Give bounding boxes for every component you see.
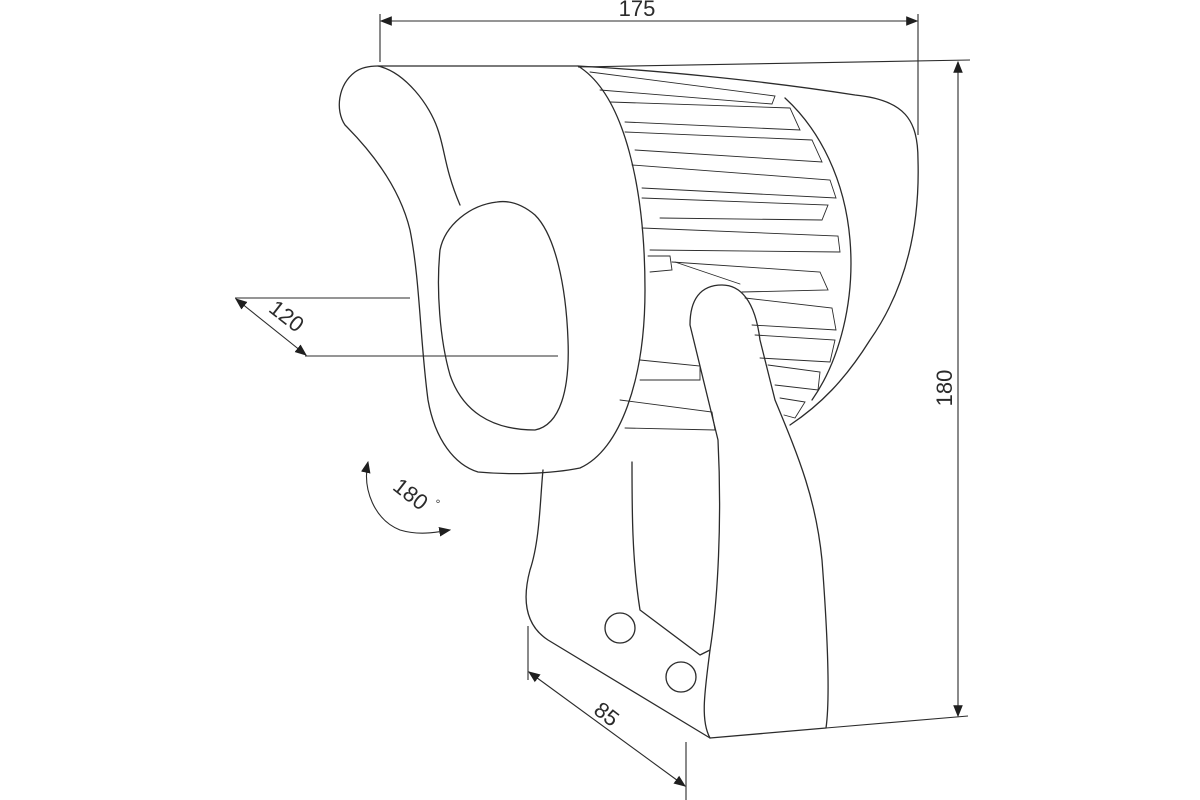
width-label: 175 <box>619 0 656 21</box>
bracket-outline <box>525 284 829 739</box>
lamp-housing <box>338 65 646 475</box>
rotation-label: 180 ° <box>388 473 443 515</box>
height-label: 180 <box>932 370 957 407</box>
dimension-height: 180 <box>577 59 971 729</box>
diameter-dimension-line <box>235 298 307 356</box>
rotation-value: 180 <box>388 473 432 515</box>
mounting-hole-lower <box>665 661 697 693</box>
rotation-indicator: 180 ° <box>361 460 452 537</box>
depth-label: 85 <box>589 697 624 732</box>
mounting-bracket <box>525 284 829 739</box>
bracket-inner-edge <box>703 649 711 739</box>
height-extension-bottom <box>825 715 969 729</box>
height-extension-top <box>577 59 971 68</box>
dimension-depth: 85 <box>527 626 687 800</box>
heat-sink-rim <box>784 97 852 401</box>
heat-sink-fins <box>589 71 841 431</box>
heat-sink <box>577 65 919 431</box>
housing-outline <box>338 65 646 475</box>
depth-dimension-line <box>528 671 686 787</box>
mounting-hole-upper <box>604 612 636 644</box>
rotation-arc-arrow <box>361 460 452 537</box>
dimension-diameter: 120 <box>235 295 558 357</box>
heat-sink-back-outline <box>577 65 919 426</box>
dimension-width: 175 <box>379 0 919 135</box>
lens-opening <box>437 200 569 431</box>
diameter-label: 120 <box>264 295 308 337</box>
rotation-unit: ° <box>430 496 443 510</box>
housing-front-lip <box>377 65 461 206</box>
